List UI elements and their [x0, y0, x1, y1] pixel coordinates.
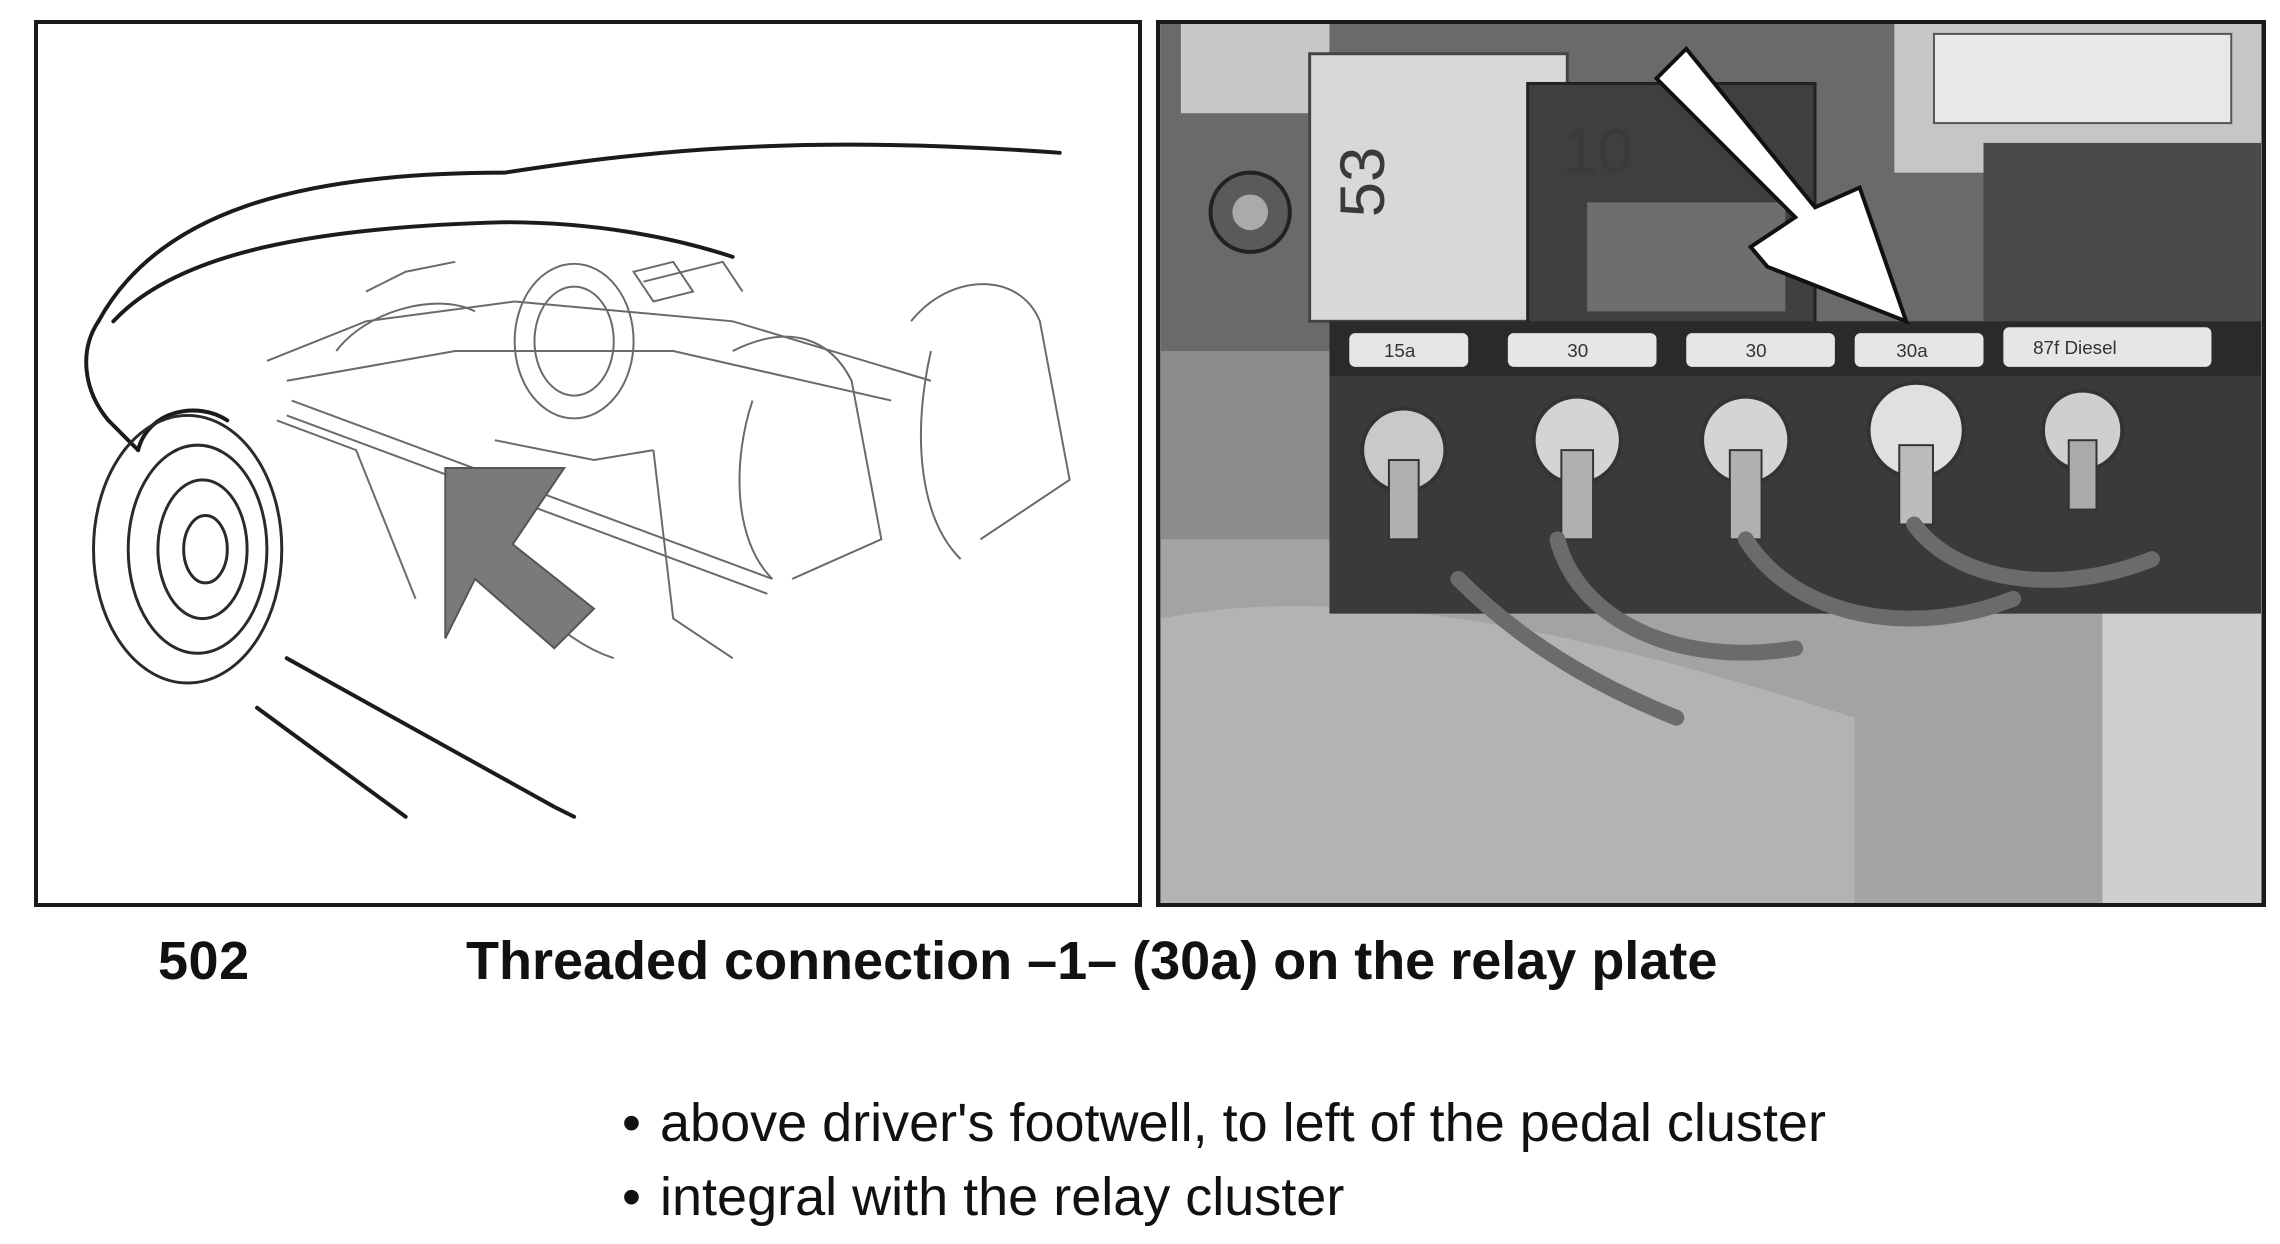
terminal-label-30-b: 30	[1746, 340, 1767, 361]
bullet-item: • integral with the relay cluster	[622, 1160, 1826, 1234]
car-interior-illustration	[34, 20, 1142, 907]
relay-plate-rendering: 53 10 15a 30 30 30a 87f Diesel	[1161, 24, 2261, 903]
pointer-arrow-icon	[1653, 45, 1910, 325]
relay-plate-photo: 53 10 15a 30 30 30a 87f Diesel	[1156, 20, 2266, 907]
terminal-labels: 15a 30 30 30a 87f Diesel	[1349, 327, 2212, 367]
terminal-label-30a: 30a	[1896, 340, 1928, 361]
bullet-marker: •	[622, 1167, 641, 1227]
bullet-marker: •	[622, 1093, 641, 1153]
figure-caption: Threaded connection –1– (30a) on the rel…	[466, 931, 1718, 991]
bullet-item: • above driver's footwell, to left of the…	[622, 1086, 1826, 1160]
bullet-text: integral with the relay cluster	[660, 1167, 1345, 1227]
terminal-label-15a: 15a	[1384, 340, 1416, 361]
bullet-text: above driver's footwell, to left of the …	[660, 1093, 1826, 1153]
car-line-drawing	[84, 142, 1071, 819]
relay-number-53: 53	[1328, 147, 1398, 218]
terminal-label-87f: 87f Diesel	[2033, 337, 2117, 358]
terminal-label-30-a: 30	[1567, 340, 1588, 361]
figure-number: 502	[158, 931, 250, 991]
relay-number-10: 10	[1562, 117, 1633, 187]
threaded-studs	[1360, 380, 2125, 541]
location-arrow-icon	[444, 466, 596, 650]
bullet-list: • above driver's footwell, to left of the…	[622, 1086, 1826, 1234]
